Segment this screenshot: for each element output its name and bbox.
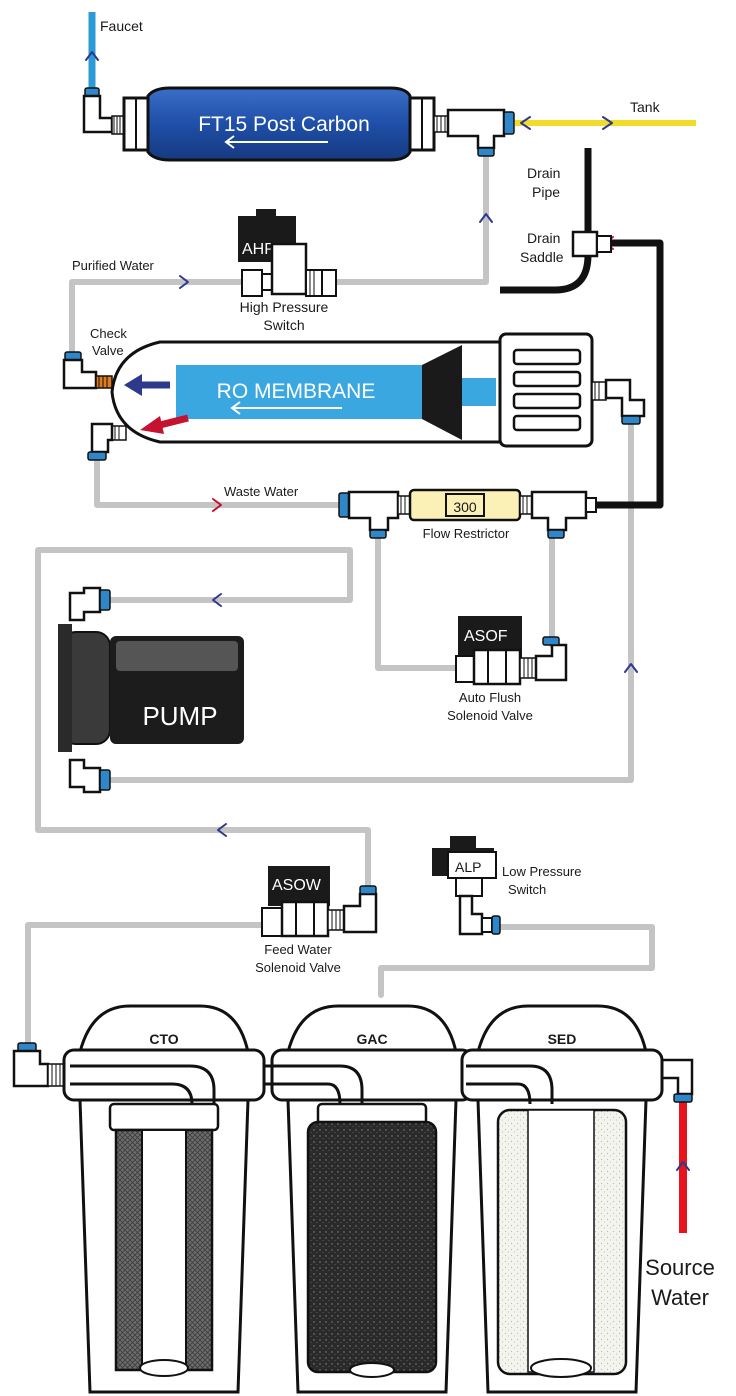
low-pressure-switch: ALP	[432, 836, 501, 936]
drain-line-to-restrictor	[595, 239, 664, 509]
post-carbon-label: FT15 Post Carbon	[198, 113, 370, 136]
waste-water-label: Waste Water	[224, 484, 299, 499]
booster-pump: PUMP	[58, 586, 244, 794]
flow-arrows	[85, 51, 690, 1171]
post-carbon-filter: FT15 Post Carbon	[82, 86, 515, 162]
source-water-label-2: Water	[651, 1285, 709, 1310]
pump-label: PUMP	[142, 701, 217, 731]
faucet-label: Faucet	[100, 18, 143, 34]
high-pressure-label-2: Switch	[263, 317, 304, 333]
waste-pipe	[94, 457, 348, 508]
source-water-label-1: Source	[645, 1255, 715, 1280]
asof-label: ASOF	[464, 628, 508, 645]
gac-to-alp	[378, 924, 655, 998]
feed-water-solenoid: ASOW	[261, 866, 378, 938]
feed-water-label-1: Feed Water	[264, 942, 332, 957]
pump-to-membrane	[102, 417, 634, 783]
gac-cartridge	[306, 1120, 438, 1374]
purified-pipe-left	[69, 279, 243, 355]
ro-membrane-label: RO MEMBRANE	[217, 380, 376, 403]
ahp-label: AHP	[242, 241, 275, 258]
feed-water-label-2: Solenoid Valve	[255, 960, 341, 975]
ro-membrane-housing: RO MEMBRANE	[62, 332, 646, 461]
asow-label: ASOW	[272, 877, 322, 894]
auto-flush-solenoid: ASOF	[455, 616, 568, 686]
auto-flush-label-2: Solenoid Valve	[447, 708, 533, 723]
purified-water-label: Purified Water	[72, 258, 155, 273]
faucet-label-group: Faucet	[88, 12, 143, 40]
pre-filters: CTO GAC SED	[12, 1004, 694, 1394]
auto-flush-label-1: Auto Flush	[459, 690, 521, 705]
gac-housing	[264, 1004, 474, 1394]
asof-bypass-left	[375, 532, 459, 671]
sed-label: SED	[548, 1031, 577, 1047]
drain-pipe-label-1: Drain	[527, 165, 560, 181]
post-carbon-flow-arrow	[224, 135, 328, 149]
ro-membrane-core	[176, 365, 432, 419]
high-pressure-label-1: High Pressure	[240, 299, 329, 315]
ro-flow-arrow	[230, 401, 342, 415]
low-pressure-label-1: Low Pressure	[502, 864, 581, 879]
tank-label: Tank	[630, 99, 661, 115]
gac-label: GAC	[356, 1031, 387, 1047]
check-valve-label-1: Check	[90, 326, 127, 341]
cto-to-asow	[25, 922, 266, 1048]
alp-label: ALP	[455, 859, 481, 875]
drain-saddle	[571, 230, 612, 258]
drain-pipe-label-2: Pipe	[532, 184, 560, 200]
high-pressure-switch: AHP	[238, 209, 337, 297]
flow-restrictor-value: 300	[453, 499, 477, 515]
purified-pipe-up	[333, 149, 489, 285]
flow-restrictor: 300	[338, 488, 597, 539]
cto-housing	[62, 1004, 266, 1394]
post-carbon-body	[146, 86, 412, 162]
low-pressure-label-2: Switch	[508, 882, 546, 897]
pump-inlet-pipe	[35, 547, 371, 893]
check-valve-label-2: Valve	[92, 343, 124, 358]
cto-label: CTO	[149, 1031, 178, 1047]
drain-saddle-label-1: Drain	[527, 230, 560, 246]
flow-restrictor-label: Flow Restrictor	[423, 526, 510, 541]
drain-saddle-label-2: Saddle	[520, 249, 564, 265]
sed-housing	[460, 1004, 664, 1394]
